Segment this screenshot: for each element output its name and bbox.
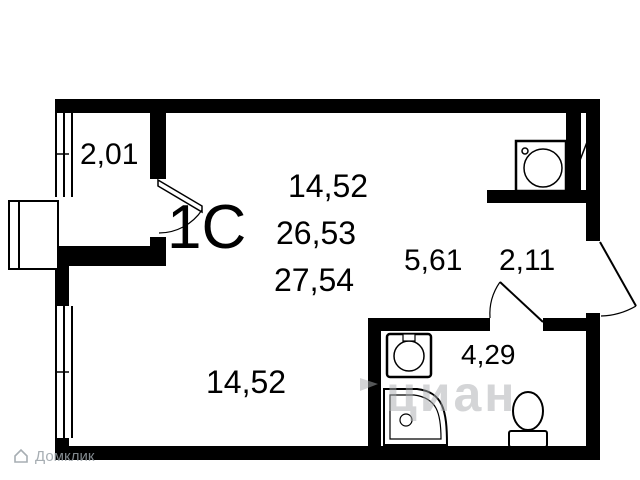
cian-watermark: циан [354, 366, 518, 422]
domclick-house-icon [14, 448, 28, 463]
entry-door-leaf-icon [599, 241, 637, 307]
bathroom-sink-tap-icon [402, 333, 416, 342]
bathroom-door-leaf-icon [499, 281, 544, 323]
wall-top [55, 99, 600, 113]
window-bay [8, 200, 59, 270]
domclick-watermark-label: Домклик [35, 447, 95, 465]
wall-left-mid [55, 264, 69, 306]
wall-balcony-bottom [55, 246, 166, 266]
entry-door-arc-icon [600, 305, 637, 317]
bathroom-area-label: 4,29 [461, 339, 516, 370]
wall-right-upper [586, 99, 600, 241]
balcony-area-label: 2,01 [80, 138, 139, 171]
room-window [55, 306, 73, 438]
kitchen-sink-tap-icon [521, 147, 529, 155]
toilet-bowl-icon [512, 391, 544, 431]
corridor-area-label: 5,61 [404, 244, 463, 277]
area-total-label: 26,53 [276, 215, 357, 251]
kitchen-sink-icon [514, 139, 568, 193]
wall-bathroom-top-left [368, 318, 490, 331]
kitchen-sink-basin-icon [523, 148, 563, 188]
wall-bottom [55, 446, 600, 460]
wall-bathroom-top-right [543, 318, 600, 331]
wall-left-bottom [55, 438, 69, 460]
balcony-window [55, 113, 73, 197]
wall-right-lower [586, 313, 600, 460]
wall-kitchen-niche [487, 190, 600, 203]
area-total-with-balcony-label: 27,54 [274, 262, 355, 298]
domclick-watermark: Домклик [12, 447, 94, 465]
hallway-area-label: 2,11 [499, 244, 556, 277]
wall-bathroom-left [368, 318, 381, 460]
cian-flag-icon [360, 378, 378, 410]
room-area-label: 14,52 [206, 364, 287, 400]
toilet-tank-icon [508, 430, 548, 448]
wall-balcony-divider-upper [150, 113, 166, 179]
wall-vent-shaft [566, 113, 581, 192]
area-living-label: 14,52 [288, 168, 369, 204]
apartment-type-label: 1С [167, 193, 247, 262]
cian-watermark-label: циан [386, 366, 518, 422]
bathroom-door-arc-icon [489, 281, 501, 319]
